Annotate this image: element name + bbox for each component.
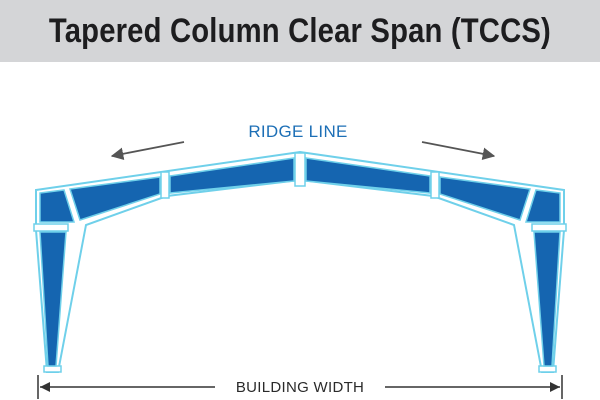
right-rafter-outer — [439, 176, 531, 221]
ridge-splice-plate — [294, 152, 306, 187]
right-rafter-inner — [305, 157, 431, 194]
building-width-dimension: BUILDING WIDTH — [37, 375, 563, 399]
ridge-arrow-right — [421, 141, 496, 161]
building-width-label: BUILDING WIDTH — [236, 379, 364, 396]
width-arrowhead-left — [40, 382, 50, 392]
ridge-line-label: RIDGE LINE — [248, 122, 347, 141]
width-arrowhead-right — [550, 382, 560, 392]
right-splice-plate — [430, 171, 440, 199]
right-cap-plate — [531, 223, 567, 232]
left-splice-plate — [160, 171, 170, 199]
right-column — [533, 231, 561, 367]
ridge-arrow-left — [110, 141, 185, 161]
left-cap-plate — [33, 223, 69, 232]
left-rafter-outer — [69, 176, 161, 221]
right-knee-panel — [524, 189, 561, 223]
title-bar: Tapered Column Clear Span (TCCS) — [0, 0, 600, 62]
left-column — [39, 231, 67, 367]
page-title: Tapered Column Clear Span (TCCS) — [48, 11, 552, 50]
left-knee-panel — [39, 189, 76, 223]
left-rafter-inner — [169, 157, 295, 194]
